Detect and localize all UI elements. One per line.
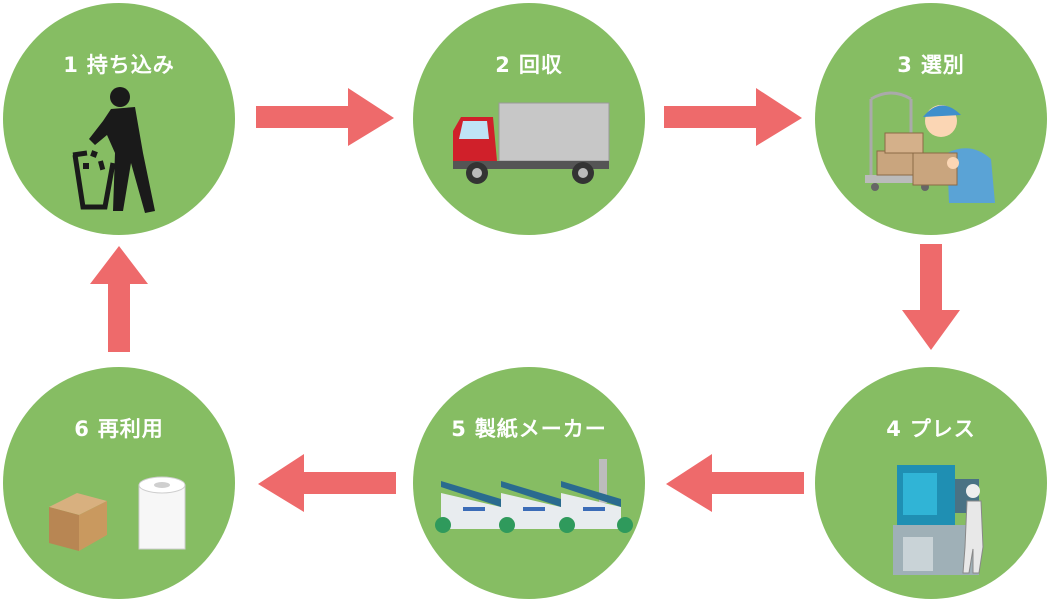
step-6-number: 6 xyxy=(74,417,90,441)
step-6-circle: 6 再利用 xyxy=(3,367,235,599)
arrow-3-to-4 xyxy=(902,244,960,350)
step-4-number: 4 xyxy=(886,417,902,441)
step-5-number: 5 xyxy=(451,417,467,441)
cardboard-and-toilet-paper-icon xyxy=(49,476,186,551)
step-6-label: 再利用 xyxy=(97,417,164,441)
arrow-1-to-2 xyxy=(256,88,394,146)
step-5-circle: 5 製紙メーカー xyxy=(413,367,645,599)
step-1-circle: 1 持ち込み xyxy=(3,3,235,235)
step-2-number: 2 xyxy=(495,53,511,77)
factory-icon xyxy=(435,459,633,533)
step-3-label: 選別 xyxy=(920,53,965,77)
arrow-6-to-1 xyxy=(90,246,148,352)
arrow-4-to-5 xyxy=(666,454,804,512)
arrow-2-to-3 xyxy=(664,88,802,146)
step-1-number: 1 xyxy=(63,53,79,77)
step-2-label: 回収 xyxy=(518,53,563,77)
step-4-circle: 4 プレス xyxy=(815,367,1047,599)
step-4-label: プレス xyxy=(909,417,976,441)
arrow-5-to-6 xyxy=(258,454,396,512)
step-1-label: 持ち込み xyxy=(86,53,175,77)
step-3-number: 3 xyxy=(897,53,913,77)
sorting-worker-icon xyxy=(865,91,995,203)
step-2-circle: 2 回収 xyxy=(413,3,645,235)
truck-icon xyxy=(453,102,610,184)
step-3-circle: 3 選別 xyxy=(815,3,1047,235)
step-5-label: 製紙メーカー xyxy=(474,417,607,441)
press-machine-icon xyxy=(893,465,984,575)
trash-disposal-icon xyxy=(72,87,155,213)
